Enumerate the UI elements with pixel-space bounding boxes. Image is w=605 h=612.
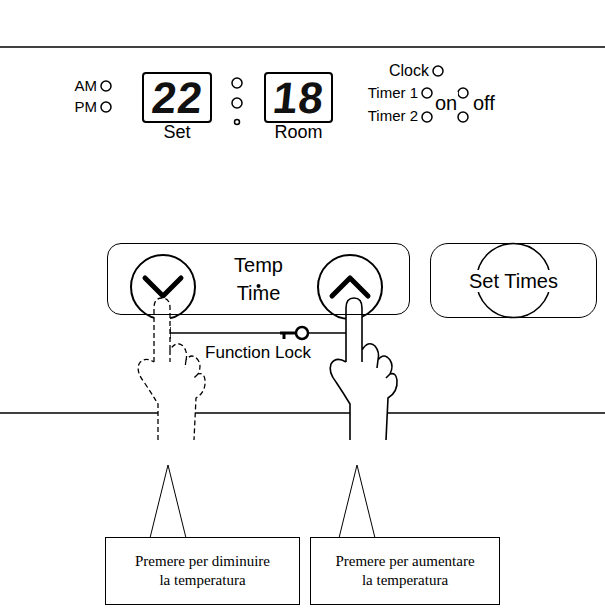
- temperature-readout: 18: [271, 76, 327, 120]
- top-rule: [0, 46, 605, 48]
- left-hand: [138, 298, 205, 445]
- panel-lines: [0, 47, 605, 413]
- timer-led: [458, 88, 468, 98]
- key-bow: [296, 327, 308, 339]
- indicator-label: AM: [74, 78, 99, 95]
- down-chevron: [145, 278, 181, 296]
- callout-text: Premere per diminuire la temperatura: [130, 552, 276, 590]
- indicator-led: [232, 98, 242, 108]
- right-hand: [330, 298, 397, 445]
- switch-label: on: [434, 92, 458, 114]
- indicator-label: PM: [74, 99, 99, 116]
- button-group-label: Time: [237, 282, 281, 304]
- indicator-led: [232, 78, 242, 88]
- switch-label: off: [472, 92, 496, 114]
- hand-outline: [330, 298, 397, 440]
- timer-led: [422, 88, 432, 98]
- callout-text: Premere per aumentare la temperatura: [332, 552, 478, 590]
- display-caption: Room: [274, 122, 322, 143]
- indicator-label: Timer 1: [367, 85, 419, 102]
- temperature-readout: 22: [149, 76, 205, 120]
- up-chevron: [332, 278, 368, 296]
- display-caption: Set: [163, 122, 190, 143]
- timer-led: [422, 112, 432, 122]
- button-label: Set Times: [466, 270, 561, 292]
- key-shaft: [280, 332, 296, 335]
- callout-box: Premere per aumentare la temperatura: [310, 537, 500, 605]
- callout-box: Premere per diminuire la temperatura: [105, 537, 300, 605]
- set-times-button: Set Times: [430, 243, 597, 318]
- set-temp-display: 22Set: [142, 72, 212, 123]
- temp-time-panel: TempTime: [107, 243, 410, 315]
- timer-led: [458, 112, 468, 122]
- indicator-label: Timer 2: [367, 108, 419, 125]
- hand-fill: [138, 298, 205, 445]
- hand-outline-dashed: [138, 298, 205, 440]
- bottom-rule: [0, 412, 605, 414]
- callout-pointer: [150, 465, 186, 538]
- indicator-label: Clock: [388, 62, 430, 80]
- key-symbol: [280, 327, 308, 339]
- lock-line: [170, 332, 346, 334]
- button-group-label: Temp: [234, 254, 283, 276]
- room-temp-display: 18Room: [264, 72, 334, 123]
- function-lock-label: Function Lock: [204, 344, 312, 363]
- pm-led: [101, 102, 111, 112]
- am-led: [101, 81, 111, 91]
- key-tooth: [283, 333, 286, 339]
- indicator-dot: [235, 120, 240, 125]
- clock-led: [433, 66, 443, 76]
- callout-pointer: [339, 465, 375, 538]
- hand-fill: [330, 298, 397, 445]
